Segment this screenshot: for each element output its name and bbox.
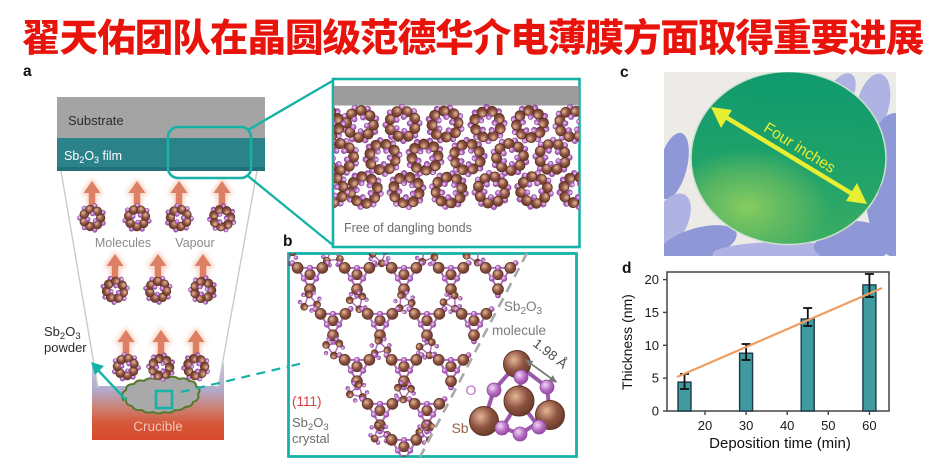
svg-text:O: O xyxy=(466,382,477,398)
svg-text:molecule: molecule xyxy=(492,323,546,338)
svg-text:20: 20 xyxy=(698,418,712,433)
svg-text:(111): (111) xyxy=(292,394,322,409)
svg-text:Deposition time (min): Deposition time (min) xyxy=(709,435,851,452)
svg-text:powder: powder xyxy=(44,340,87,355)
svg-text:15: 15 xyxy=(645,305,659,320)
svg-text:30: 30 xyxy=(739,418,753,433)
svg-text:Sb2O3: Sb2O3 xyxy=(44,324,81,342)
svg-text:d: d xyxy=(622,260,631,277)
svg-text:Crucible: Crucible xyxy=(133,419,183,434)
svg-text:60: 60 xyxy=(862,418,876,433)
svg-text:Sb: Sb xyxy=(451,420,468,436)
svg-text:50: 50 xyxy=(821,418,835,433)
svg-text:a: a xyxy=(23,63,32,80)
svg-text:Thickness (nm): Thickness (nm) xyxy=(619,294,635,390)
svg-text:Sb2O3: Sb2O3 xyxy=(292,415,329,433)
svg-text:20: 20 xyxy=(645,272,659,287)
svg-text:Molecules: Molecules xyxy=(95,236,151,250)
svg-text:c: c xyxy=(620,64,629,81)
svg-text:0: 0 xyxy=(652,404,659,419)
svg-text:b: b xyxy=(283,233,292,250)
svg-text:10: 10 xyxy=(645,338,659,353)
svg-text:5: 5 xyxy=(652,371,659,386)
svg-text:40: 40 xyxy=(780,418,794,433)
svg-text:Substrate: Substrate xyxy=(68,113,124,128)
svg-text:Sb2O3: Sb2O3 xyxy=(504,299,543,317)
svg-text:Free of dangling bonds: Free of dangling bonds xyxy=(344,221,472,235)
svg-text:crystal: crystal xyxy=(292,431,330,446)
svg-text:Vapour: Vapour xyxy=(175,236,214,250)
svg-text:Sb2O3 film: Sb2O3 film xyxy=(64,149,122,165)
